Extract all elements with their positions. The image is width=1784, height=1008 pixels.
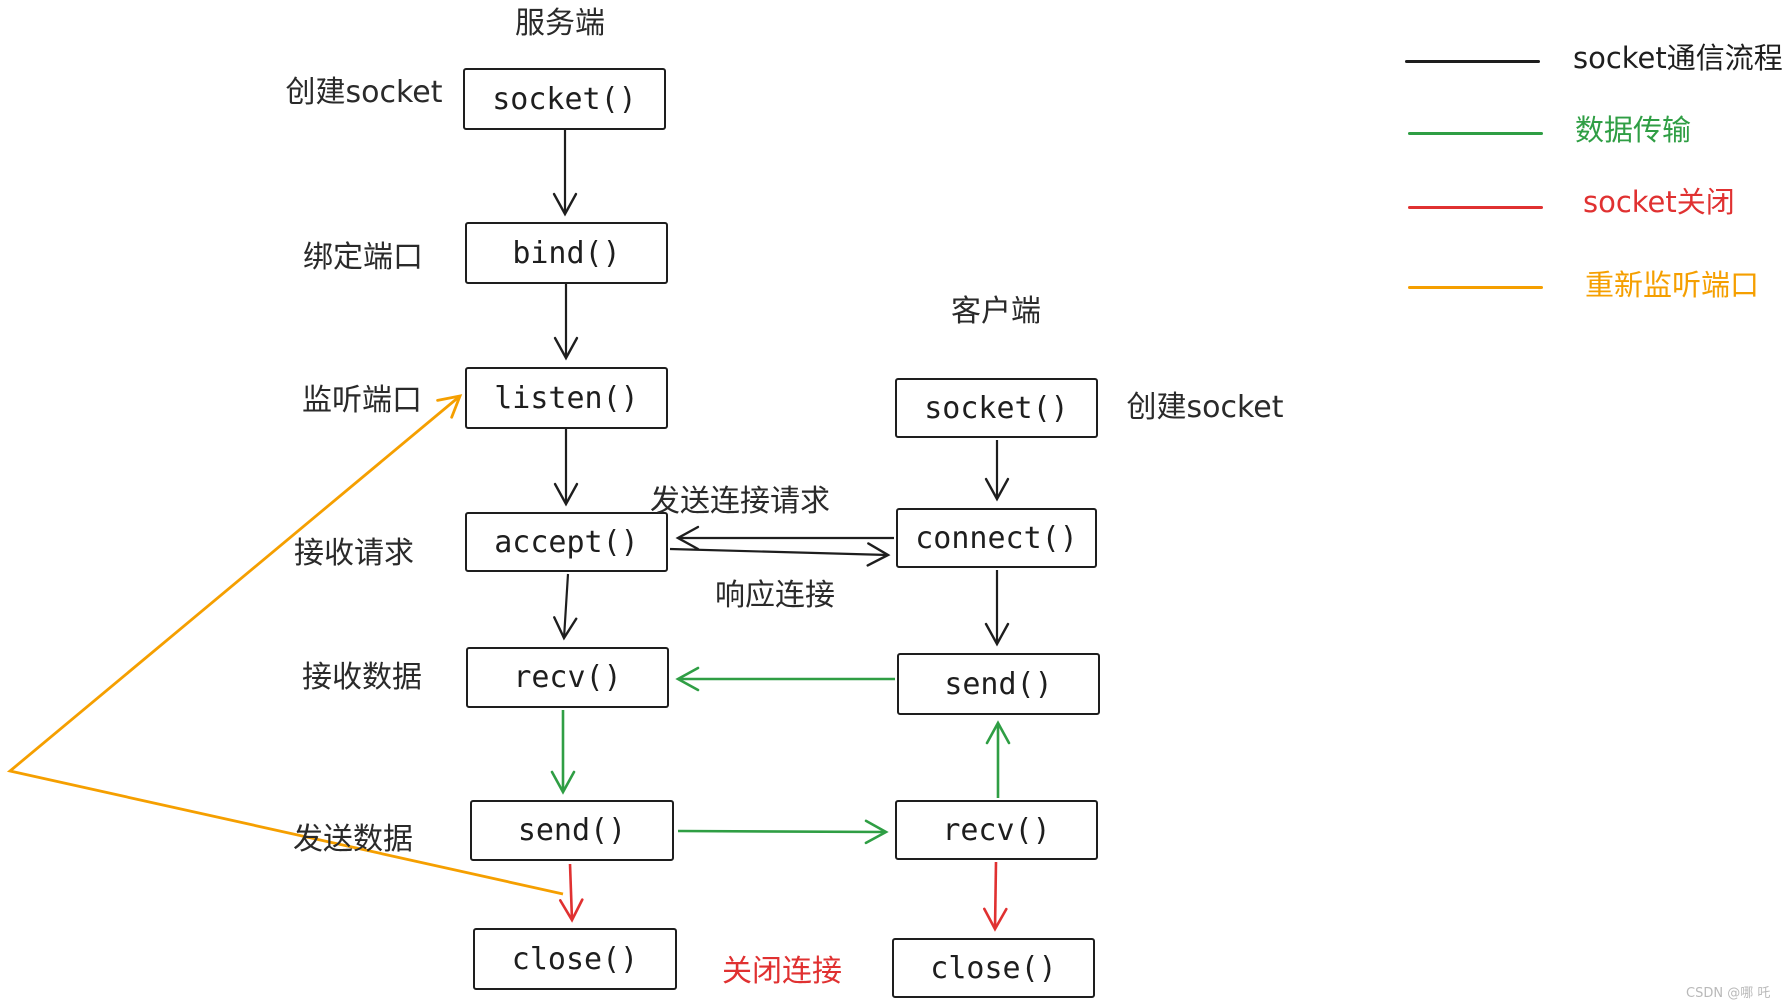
legend-label-socket-close: socket关闭 <box>1583 185 1735 219</box>
arrow-connect-response <box>669 542 891 567</box>
label-create-socket-server: 创建socket <box>285 75 443 110</box>
arrow-send-to-crecv <box>677 819 889 845</box>
server-accept-box: accept() <box>465 512 668 572</box>
server-recv-box: recv() <box>466 647 669 708</box>
server-bind-box: bind() <box>465 222 668 284</box>
client-close-box: close() <box>892 938 1095 998</box>
client-send-box: send() <box>897 653 1100 715</box>
legend-label-data-transfer: 数据传输 <box>1575 113 1692 147</box>
legend-line-data-transfer <box>1408 132 1543 135</box>
label-accept-request: 接收请求 <box>294 536 414 571</box>
arrow-crecv-to-cclose <box>982 861 1008 932</box>
server-title: 服务端 <box>515 6 605 41</box>
client-recv-box: recv() <box>895 800 1098 860</box>
legend-label-relisten: 重新监听端口 <box>1585 268 1760 302</box>
label-create-socket-client: 创建socket <box>1126 390 1284 425</box>
client-connect-box: connect() <box>896 508 1097 568</box>
label-connect-request: 发送连接请求 <box>650 484 830 519</box>
client-socket-box: socket() <box>895 378 1098 438</box>
label-send-data: 发送数据 <box>293 822 413 857</box>
label-bind-port: 绑定端口 <box>303 240 423 275</box>
arrow-send-to-close <box>558 863 584 923</box>
arrow-accept-to-recv <box>553 573 578 641</box>
arrow-relisten <box>6 394 564 896</box>
server-listen-box: listen() <box>465 367 668 429</box>
server-close-box: close() <box>473 928 677 990</box>
legend-line-socket-close <box>1408 206 1543 209</box>
server-send-box: send() <box>470 800 674 861</box>
server-socket-box: socket() <box>463 68 666 130</box>
label-listen-port: 监听端口 <box>302 383 422 418</box>
label-connect-response: 响应连接 <box>715 578 835 613</box>
label-close-connection: 关闭连接 <box>722 954 842 989</box>
watermark: CSDN @哪 吒 <box>1686 986 1771 1001</box>
legend-label-flow: socket通信流程 <box>1573 41 1783 75</box>
legend-line-flow <box>1405 60 1540 63</box>
legend-line-relisten <box>1408 286 1543 289</box>
client-title: 客户端 <box>951 294 1041 329</box>
label-recv-data: 接收数据 <box>302 660 422 695</box>
